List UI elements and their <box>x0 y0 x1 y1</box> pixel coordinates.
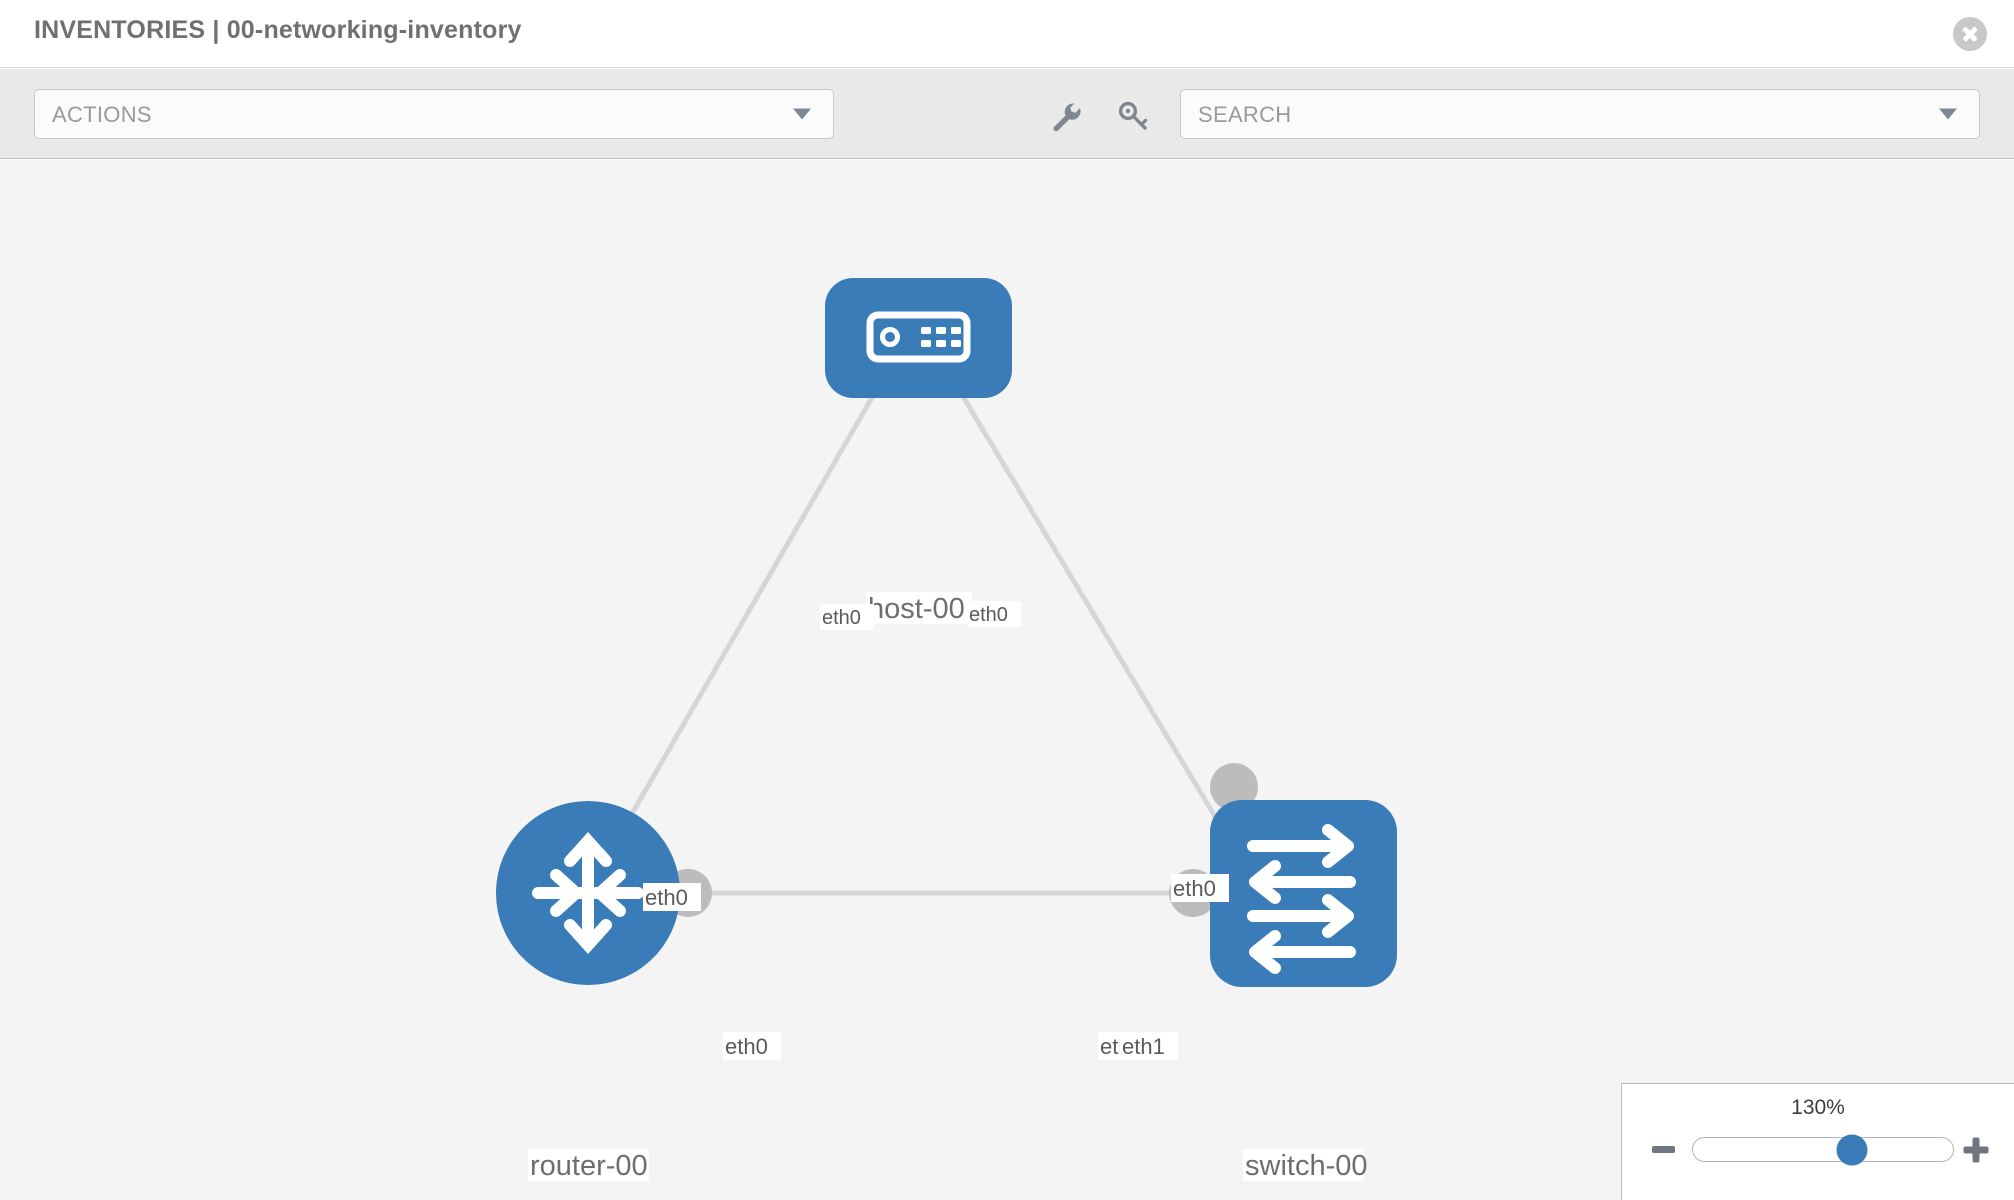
edge-host00-router00[interactable] <box>615 373 888 840</box>
server-icon <box>866 311 971 363</box>
interface-label-host00-eth0-left: eth0 <box>822 607 861 629</box>
interface-label-host00-eth0-right: eth0 <box>969 604 1008 626</box>
node-label-switch-00: switch-00 <box>1245 1150 1368 1182</box>
zoom-slider-thumb[interactable] <box>1836 1134 1868 1165</box>
wrench-icon[interactable] <box>1049 99 1083 133</box>
interface-label-router00-eth0-up: eth0 <box>645 885 688 910</box>
zoom-level-value: 130% <box>1791 1096 1845 1119</box>
node-switch-00[interactable] <box>1210 800 1397 987</box>
search-input[interactable]: SEARCH <box>1180 89 1980 139</box>
topology-canvas[interactable]: host-00 router-00 switch-00 eth0 eth0 et… <box>0 160 2014 1200</box>
actions-dropdown[interactable]: ACTIONS <box>34 89 834 139</box>
topology-edges <box>615 373 1231 896</box>
switch-arrows-icon <box>1247 824 1356 974</box>
chevron-down-icon <box>1939 108 1957 120</box>
search-placeholder: SEARCH <box>1198 102 1292 127</box>
chevron-down-icon <box>793 108 811 120</box>
node-router-00[interactable] <box>496 801 680 985</box>
toolbar: ACTIONS SEARCH <box>0 69 2014 159</box>
interface-label-switch00-eth1-left: eth1 <box>1122 1034 1165 1059</box>
interface-label-router00-eth0-right: eth0 <box>725 1034 768 1059</box>
topology-interface-labels: eth0 eth0 eth0 eth0 eth0 eth0 eth1 <box>643 601 1229 1060</box>
actions-dropdown-label: ACTIONS <box>52 102 152 127</box>
connector-nub-switch00-top[interactable] <box>1210 763 1258 811</box>
topology-node-labels: host-00 router-00 switch-00 <box>528 592 1368 1182</box>
node-label-router-00: router-00 <box>530 1150 648 1182</box>
zoom-control-panel: 130% <box>1621 1083 2014 1200</box>
zoom-slider[interactable] <box>1692 1134 1954 1165</box>
minus-icon[interactable] <box>1652 1146 1675 1153</box>
topology-graph: host-00 router-00 switch-00 eth0 eth0 et… <box>496 278 1397 1182</box>
node-label-host-00: host-00 <box>868 593 965 625</box>
page-header: INVENTORIES | 00-networking-inventory <box>0 0 2014 68</box>
plus-icon[interactable] <box>1963 1137 1988 1162</box>
edge-host00-switch00[interactable] <box>947 373 1231 840</box>
close-icon[interactable] <box>1953 17 1987 51</box>
node-host-00[interactable] <box>825 278 1012 398</box>
key-icon[interactable] <box>1116 99 1150 133</box>
router-arrows-icon <box>532 832 644 954</box>
topology-connectors <box>664 344 1258 917</box>
page-title: INVENTORIES | 00-networking-inventory <box>34 16 522 44</box>
interface-label-switch00-eth0-up: eth0 <box>1173 876 1216 901</box>
